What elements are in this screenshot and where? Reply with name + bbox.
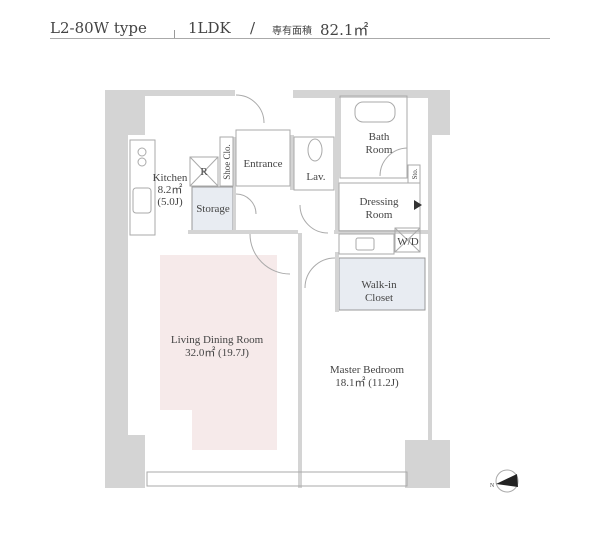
fixtures — [129, 94, 421, 487]
area-label: 専有面積 — [272, 26, 312, 37]
walkin-label-2: Closet — [365, 292, 393, 304]
floor-area: 82.1㎡ — [320, 21, 369, 39]
bedroom-area: 18.1㎡ (11.2J) — [335, 376, 399, 389]
bath-label-2: Room — [366, 144, 393, 156]
unit-type: L2-80W type — [50, 19, 147, 37]
bedroom-label: Master Bedroom — [330, 364, 405, 376]
lavatory-label: Lav. — [306, 171, 325, 183]
living-highlight — [160, 255, 277, 450]
header-divider — [174, 30, 175, 38]
compass-north: N — [490, 483, 495, 489]
walls — [105, 90, 450, 488]
kitchen-label: Kitchen — [153, 172, 188, 184]
entrance-label: Entrance — [243, 158, 282, 170]
bath-label: Bath — [369, 131, 390, 143]
storage-label: Storage — [196, 203, 230, 215]
storage-area — [191, 186, 234, 234]
shoe-closet-label: Shoe Clo. — [222, 144, 232, 180]
slash: / — [250, 19, 256, 37]
living-label: Living Dining Room — [171, 334, 264, 346]
plan-header: L2-80W type 1LDK / 専有面積 82.1㎡ — [50, 14, 550, 39]
kitchen-area: 8.2㎡ — [158, 183, 183, 196]
washer-dryer-label: W/D — [397, 236, 418, 248]
kitchen-jo: (5.0J) — [157, 196, 183, 208]
refrigerator-label: R — [200, 166, 208, 178]
dressing-label-2: Room — [366, 209, 393, 221]
walkin-closet-area — [338, 257, 426, 311]
walkin-label: Walk-in — [361, 279, 397, 291]
dressing-label: Dressing — [359, 196, 399, 208]
layout-type: 1LDK — [188, 19, 231, 37]
storage-small-label: Sto. — [411, 168, 419, 179]
compass-icon: N — [490, 469, 519, 493]
living-area: 32.0㎡ (19.7J) — [185, 346, 249, 359]
arrow-icon — [414, 200, 422, 210]
